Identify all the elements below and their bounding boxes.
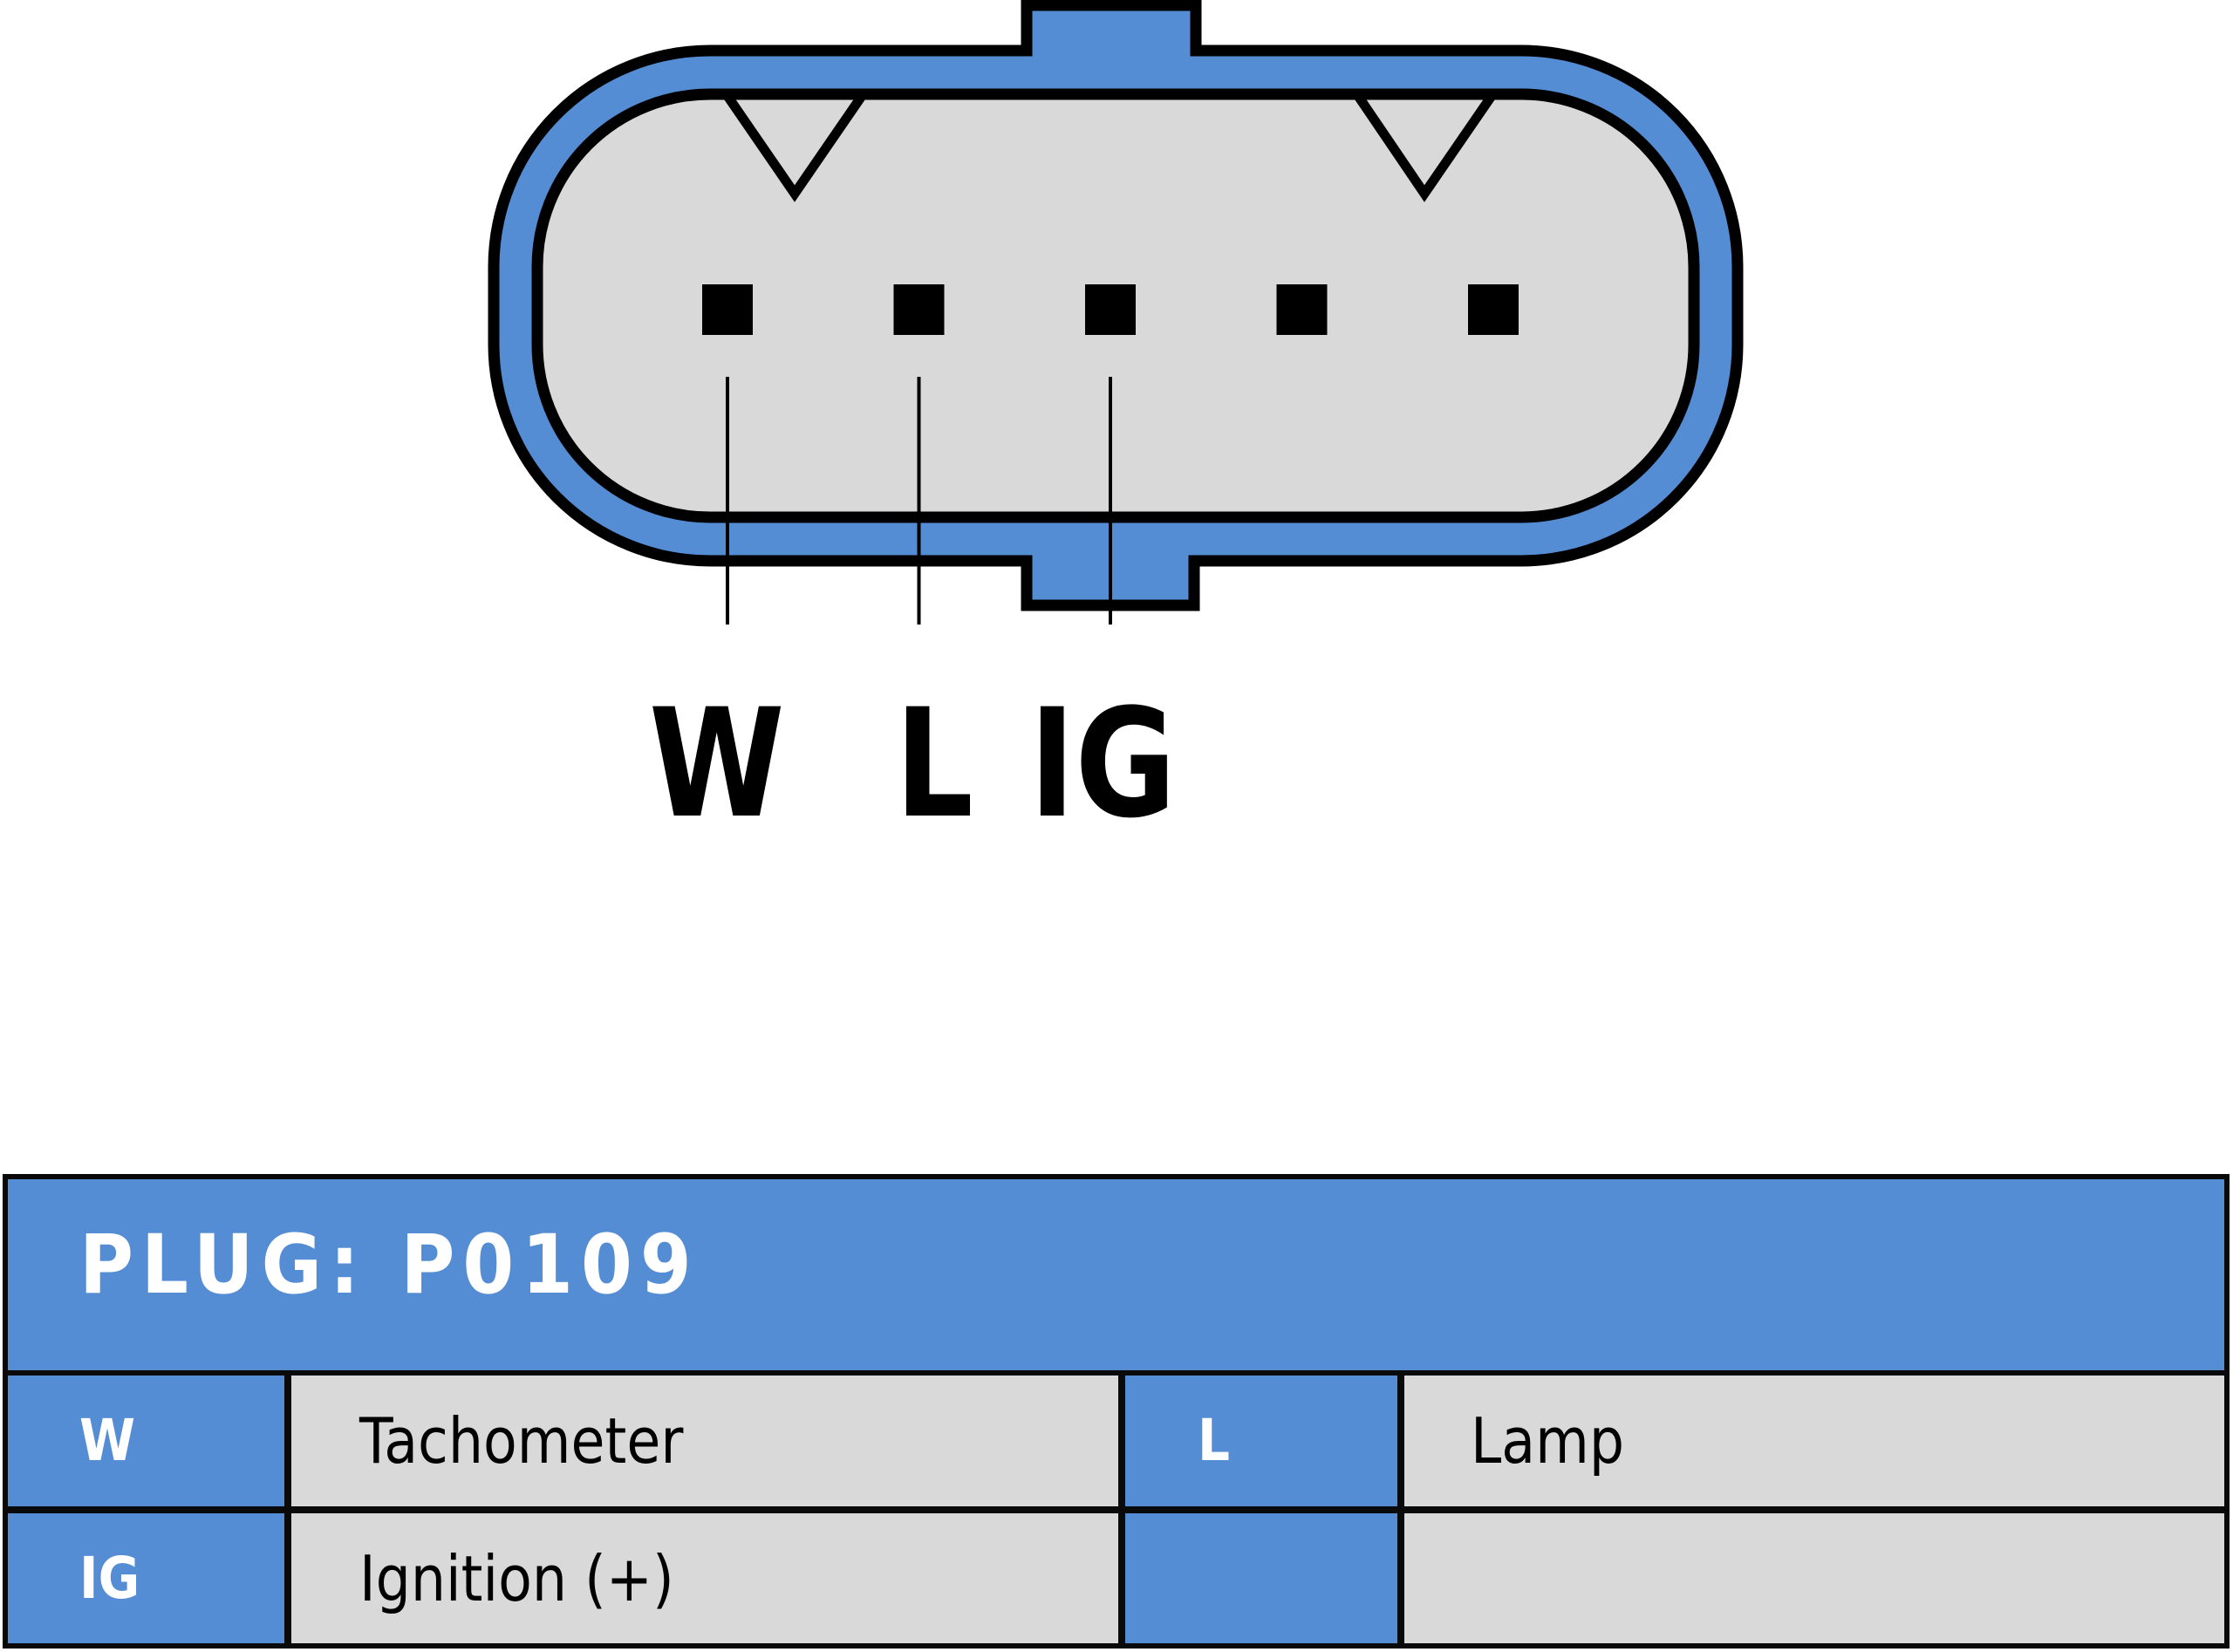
pin-code: W bbox=[79, 1407, 136, 1474]
plug-title: PLUG: P0109 bbox=[79, 1218, 700, 1313]
pin-code: IG bbox=[79, 1544, 140, 1612]
table-row-1-right-code: L bbox=[1125, 1376, 1397, 1506]
pin-label-ig: IG bbox=[1029, 676, 1177, 851]
pin-label-w: W bbox=[649, 676, 785, 851]
table-row-2-right-code bbox=[1125, 1513, 1397, 1643]
pin-4 bbox=[1276, 284, 1328, 335]
pin-description: Tachometer bbox=[359, 1404, 684, 1478]
table-row-1-left-desc: Tachometer bbox=[291, 1376, 1118, 1506]
key-notch-left bbox=[723, 92, 866, 202]
pin-1 bbox=[702, 284, 753, 335]
table-row-1-left-code: W bbox=[8, 1376, 284, 1506]
table-row-2-left-code: IG bbox=[8, 1513, 284, 1643]
pin-description: Lamp bbox=[1471, 1404, 1625, 1478]
table-header: PLUG: P0109 bbox=[8, 1179, 2224, 1370]
pin-5 bbox=[1468, 284, 1519, 335]
key-notch-right bbox=[1354, 92, 1496, 202]
table-row-2-right-desc bbox=[1404, 1513, 2224, 1643]
leader-line-group bbox=[726, 377, 1112, 625]
pin-3 bbox=[1085, 284, 1136, 335]
pin-label-l: L bbox=[895, 676, 973, 851]
pin-2 bbox=[893, 284, 945, 335]
pin-description: Ignition (+) bbox=[359, 1541, 674, 1615]
pin-table: PLUG: P0109 W Tachometer L Lamp IG Ignit… bbox=[3, 1174, 2230, 1649]
table-row-1-right-desc: Lamp bbox=[1404, 1376, 2224, 1506]
pin-group bbox=[702, 284, 1519, 335]
connector-diagram bbox=[488, 0, 1744, 625]
pin-code: L bbox=[1198, 1407, 1231, 1474]
table-row-2-left-desc: Ignition (+) bbox=[291, 1513, 1118, 1643]
